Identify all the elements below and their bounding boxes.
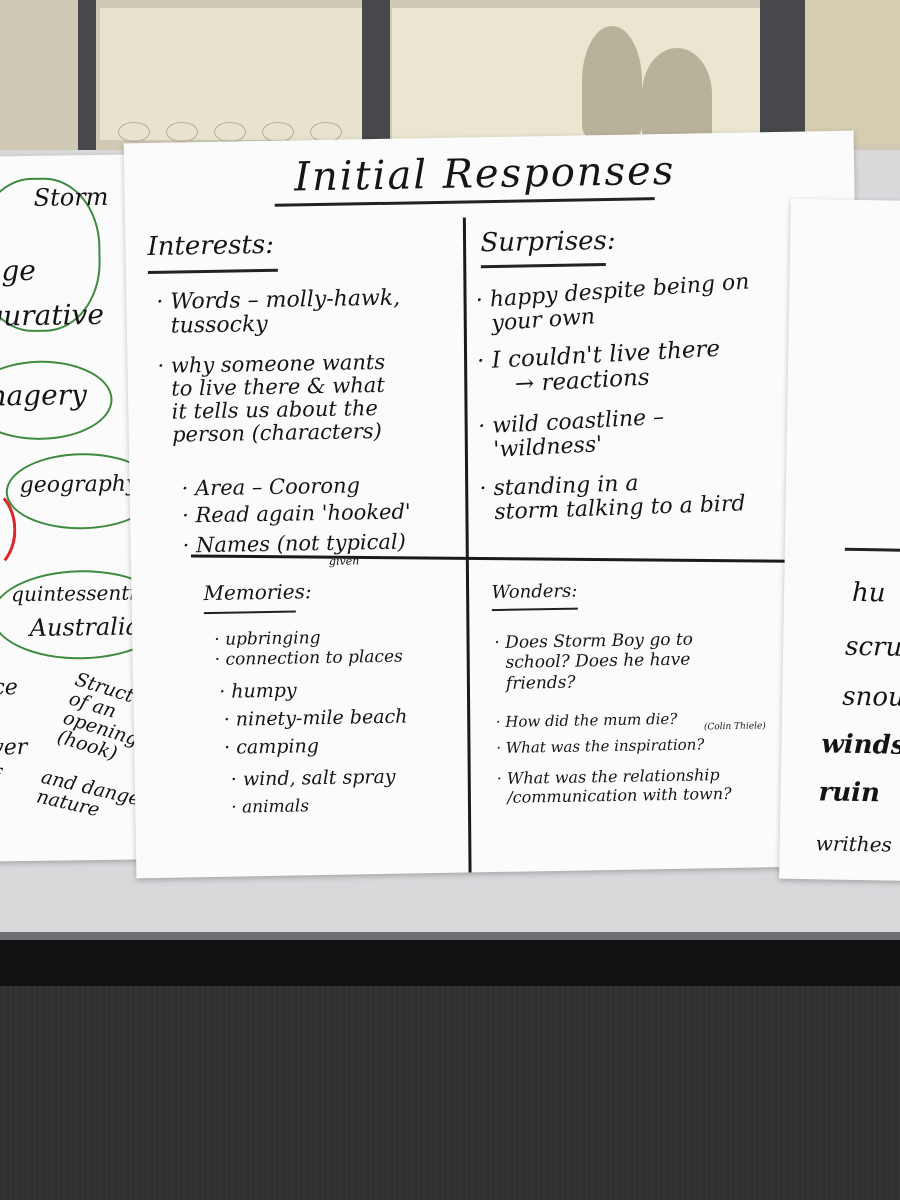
wonder-item: · Does Storm Boy go to school? Does he h…: [494, 629, 694, 694]
person-silhouette: [642, 48, 712, 140]
right-word: winds: [821, 729, 900, 761]
memory-item: · upbringing: [214, 628, 321, 650]
window-frame: [760, 0, 805, 150]
board-ledge: [0, 932, 900, 942]
right-word: ruin: [818, 777, 881, 809]
right-word: scru: [844, 631, 900, 663]
window-pane: [805, 0, 900, 145]
wonders-heading: Wonders:: [491, 580, 578, 604]
person-silhouette: [582, 26, 642, 136]
surprise-item: · I couldn't live there → reactions: [476, 335, 721, 400]
heading-underline: [147, 268, 278, 275]
left-word: ce: [0, 675, 19, 701]
board-rail: [0, 940, 900, 986]
heading-underline: [491, 607, 578, 612]
memory-item: · camping: [224, 735, 320, 759]
memory-item: · wind, salt spray: [230, 765, 396, 791]
window-frame: [78, 0, 96, 150]
surprise-item: · wild coastline – 'wildness': [477, 404, 665, 464]
right-poster-sheet: hu scru snou winds ruin writhes: [779, 198, 900, 882]
wonder-item: · How did the mum die?: [495, 709, 678, 732]
heading-underline: [480, 263, 606, 269]
interest-item: · Words – molly-hawk, tussocky: [156, 285, 401, 340]
left-word: geography: [19, 471, 139, 499]
left-word: age: [0, 253, 37, 288]
left-word: gurative: [0, 297, 105, 333]
memory-item: · humpy: [219, 679, 297, 703]
window-pane: [392, 8, 760, 140]
right-word: hu: [851, 577, 886, 609]
right-word: writhes: [815, 831, 892, 857]
wonder-item: · What was the relationship /communicati…: [496, 765, 732, 808]
memory-item: · animals: [231, 796, 310, 818]
memory-item: · connection to places: [214, 646, 403, 670]
left-word: nagery: [0, 378, 88, 413]
memory-item: · ninety-mile beach: [223, 705, 408, 731]
interest-item: · why someone wants to live there & what…: [157, 349, 386, 448]
surprise-item: · standing in a storm talking to a bird: [479, 471, 746, 526]
left-word: Storm: [33, 182, 109, 212]
window-pane: [100, 8, 362, 140]
wonder-item: · What was the inspiration?: [496, 735, 705, 758]
surprises-heading: Surprises:: [480, 225, 616, 259]
surprise-item: · happy despite being on your own: [475, 269, 751, 338]
interest-annotation: given: [328, 554, 360, 568]
left-word: ver: [0, 735, 28, 761]
right-word: snou: [842, 681, 900, 713]
interest-item: · Read again 'hooked': [181, 499, 411, 528]
wonder-annotation: (Colin Thiele): [703, 721, 766, 733]
vertical-divider: [462, 217, 472, 873]
interest-item: · Area – Coorong: [181, 473, 361, 501]
poster-title: Initial Responses: [293, 147, 676, 201]
memories-heading: Memories:: [203, 579, 312, 606]
left-word: and danger nature: [34, 765, 152, 822]
interest-item: · Names (not typical): [182, 529, 407, 558]
carpet-floor: [0, 986, 900, 1200]
right-divider: [844, 547, 900, 553]
window-frame: [362, 0, 390, 150]
initial-responses-poster: Initial Responses Interests: · Words – m…: [123, 130, 867, 879]
heading-underline: [203, 610, 296, 615]
interests-heading: Interests:: [147, 229, 275, 263]
window-background: [0, 0, 900, 150]
